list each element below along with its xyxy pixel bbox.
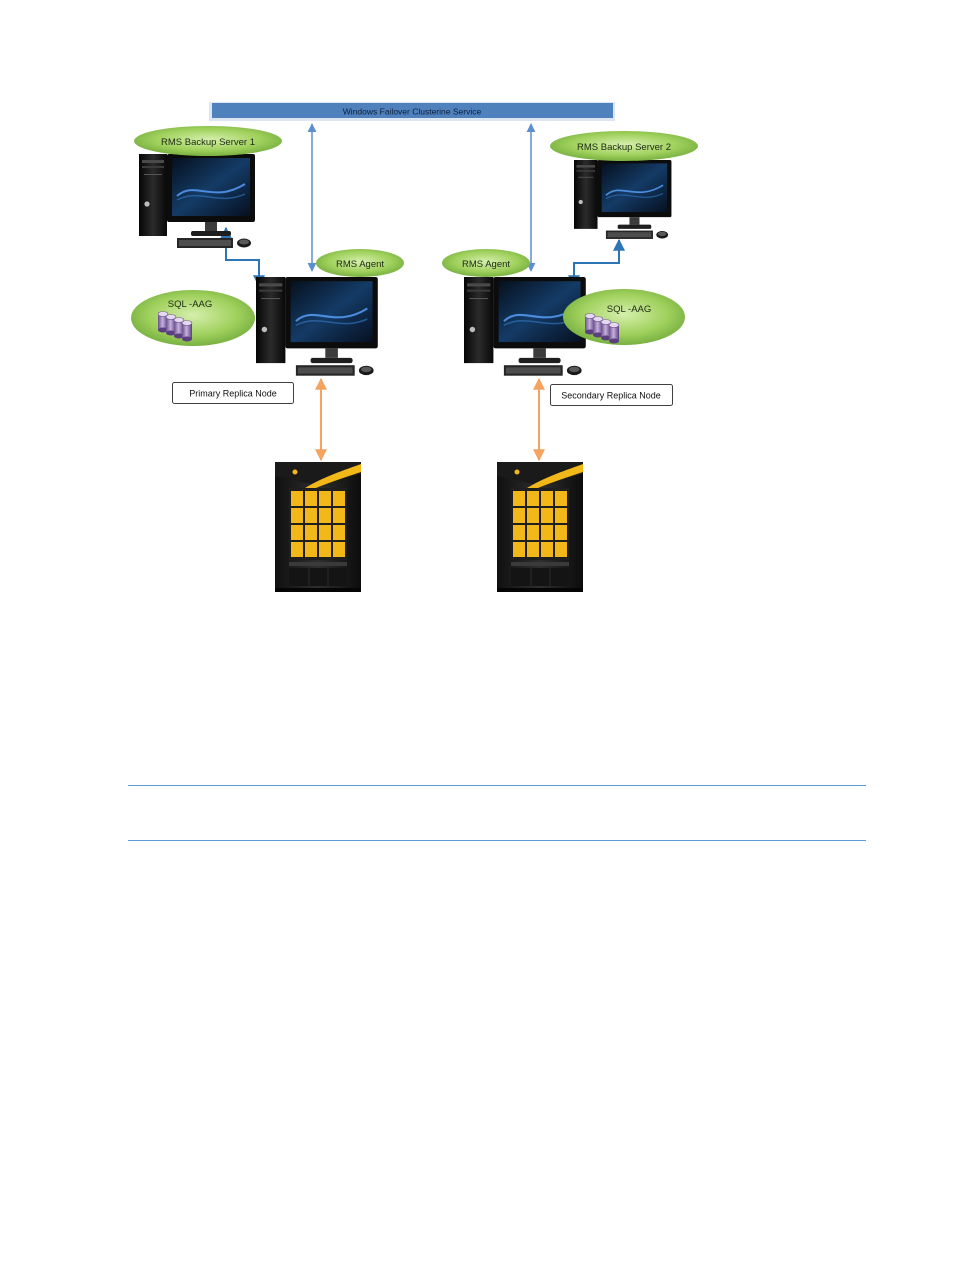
secondary-replica-box: Secondary Replica Node xyxy=(551,385,673,406)
sql-aag-1-label: SQL -AAG xyxy=(168,299,213,310)
primary-node-computer-icon xyxy=(256,277,378,376)
sql-aag-2-label: SQL -AAG xyxy=(607,304,652,315)
divider-top xyxy=(128,785,866,786)
connector-backup1-primary xyxy=(226,228,259,286)
sql-aag-2-badge: SQL -AAG xyxy=(563,289,685,345)
backup-server-2-badge: RMS Backup Server 2 xyxy=(550,131,698,161)
secondary-replica-label: Secondary Replica Node xyxy=(561,391,661,401)
rms-agent-1-badge: RMS Agent xyxy=(316,249,404,277)
backup-server-1-computer-icon xyxy=(139,154,255,248)
rms-agent-2-label: RMS Agent xyxy=(462,259,510,270)
storage-array-1-icon xyxy=(275,462,361,592)
primary-replica-label: Primary Replica Node xyxy=(189,389,277,399)
cluster-service-bar: Windows Failover Clusterine Service xyxy=(209,102,615,121)
backup-server-2-computer-icon xyxy=(574,160,671,239)
storage-array-2-icon xyxy=(497,462,583,592)
rms-agent-1-label: RMS Agent xyxy=(336,259,384,270)
backup-server-1-badge: RMS Backup Server 1 xyxy=(134,126,282,156)
rms-agent-2-badge: RMS Agent xyxy=(442,249,530,277)
backup-server-1-label: RMS Backup Server 1 xyxy=(161,137,255,148)
sql-aag-1-badge: SQL -AAG xyxy=(131,290,255,346)
cluster-service-label: Windows Failover Clusterine Service xyxy=(343,107,482,117)
divider-bottom xyxy=(128,840,866,841)
backup-server-2-label: RMS Backup Server 2 xyxy=(577,142,671,153)
primary-replica-box: Primary Replica Node xyxy=(173,383,294,404)
